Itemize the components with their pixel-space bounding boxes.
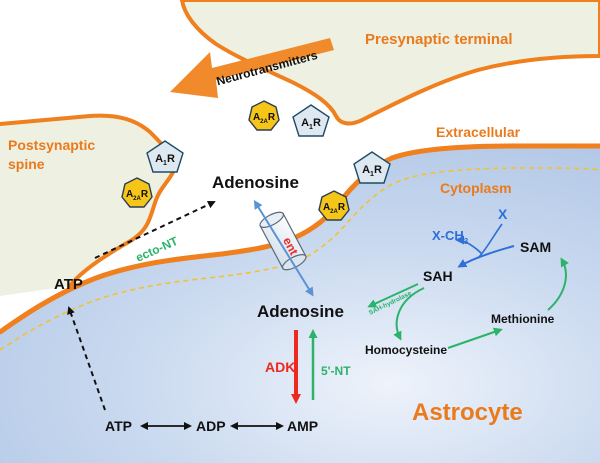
receptor-subscript: 2A — [260, 119, 268, 125]
neurotransmitters-arrow — [170, 38, 334, 98]
adp-label: ADP — [196, 418, 226, 434]
sam-to-sah-arrow — [457, 245, 515, 268]
receptor-subscript: 1 — [309, 124, 313, 131]
receptor-label: A — [155, 153, 163, 165]
extracellular-label: Extracellular — [436, 124, 521, 140]
receptor-subscript: 2A — [330, 209, 338, 215]
svg-text:A2AR: A2AR — [126, 189, 149, 202]
adenosine-intracellular: Adenosine — [257, 302, 344, 321]
postsynaptic-label-line1: Postsynaptic — [8, 137, 95, 153]
a2a-receptor-astrocyte: A2AR — [318, 190, 350, 221]
svg-text:A1R: A1R — [301, 117, 321, 131]
receptor-label: A — [253, 112, 260, 123]
a2a-receptor-postsynaptic: A2AR — [121, 177, 153, 208]
homocysteine-to-methionine-arrow — [447, 327, 503, 349]
methionine-label: Methionine — [491, 312, 555, 326]
receptor-label: A — [126, 189, 133, 200]
presynaptic-terminal-label: Presynaptic terminal — [365, 31, 513, 48]
svg-text:A2AR: A2AR — [323, 202, 346, 215]
a1-receptor-presynaptic: A1R — [292, 104, 330, 137]
sah-to-adenosine-arrow — [367, 283, 419, 308]
adenosine-extracellular: Adenosine — [212, 173, 299, 192]
atp-release-arrow — [67, 306, 106, 411]
methyl-acceptor-arc — [455, 235, 483, 255]
svg-text:A1R: A1R — [362, 164, 382, 178]
receptor-tail: R — [167, 153, 175, 165]
homocysteine-label: Homocysteine — [365, 343, 447, 357]
receptor-subscript: 1 — [163, 160, 167, 167]
presynaptic-terminal — [180, 0, 600, 126]
receptor-tail: R — [374, 164, 382, 176]
postsynaptic-spine — [0, 115, 175, 296]
postsynaptic-label-line2: spine — [8, 156, 45, 172]
astrocyte-body — [0, 146, 600, 463]
x-label: X — [498, 206, 508, 222]
receptor-subscript: 1 — [370, 171, 374, 178]
receptor-label: A — [301, 117, 309, 129]
adk-label: ADK — [265, 359, 295, 375]
svg-text:A1R: A1R — [155, 153, 175, 167]
receptor-subscript: 2A — [133, 196, 141, 202]
receptor-tail: R — [141, 189, 149, 200]
receptor-label: A — [323, 202, 330, 213]
amp-label: AMP — [287, 418, 318, 434]
sam-label: SAM — [520, 239, 551, 255]
atp-extracellular: ATP — [54, 276, 83, 293]
ecto-nt-arrow — [94, 200, 216, 259]
cytoplasm-boundary — [0, 167, 600, 351]
sah-to-homocysteine-arrow — [393, 287, 425, 341]
atp-intracellular: ATP — [105, 418, 132, 434]
astrocyte-label: Astrocyte — [412, 399, 523, 426]
a2a-receptor-presynaptic: A2AR — [248, 100, 280, 131]
receptor-tail: R — [313, 117, 321, 129]
a1-receptor-astrocyte: A1R — [353, 151, 391, 184]
receptor-label: A — [362, 164, 370, 176]
cytoplasm-label: Cytoplasm — [440, 180, 512, 196]
methionine-to-sam-arrow — [547, 257, 569, 311]
five-nt-label: 5'-NT — [321, 364, 351, 378]
svg-text:A2AR: A2AR — [253, 112, 276, 125]
methyl-donor-arc — [477, 223, 503, 259]
ent-transport-arrow — [253, 199, 314, 297]
sah-label: SAH — [423, 268, 453, 284]
receptor-tail: R — [338, 202, 346, 213]
receptor-tail: R — [268, 112, 276, 123]
a1-receptor-postsynaptic: A1R — [146, 140, 184, 173]
